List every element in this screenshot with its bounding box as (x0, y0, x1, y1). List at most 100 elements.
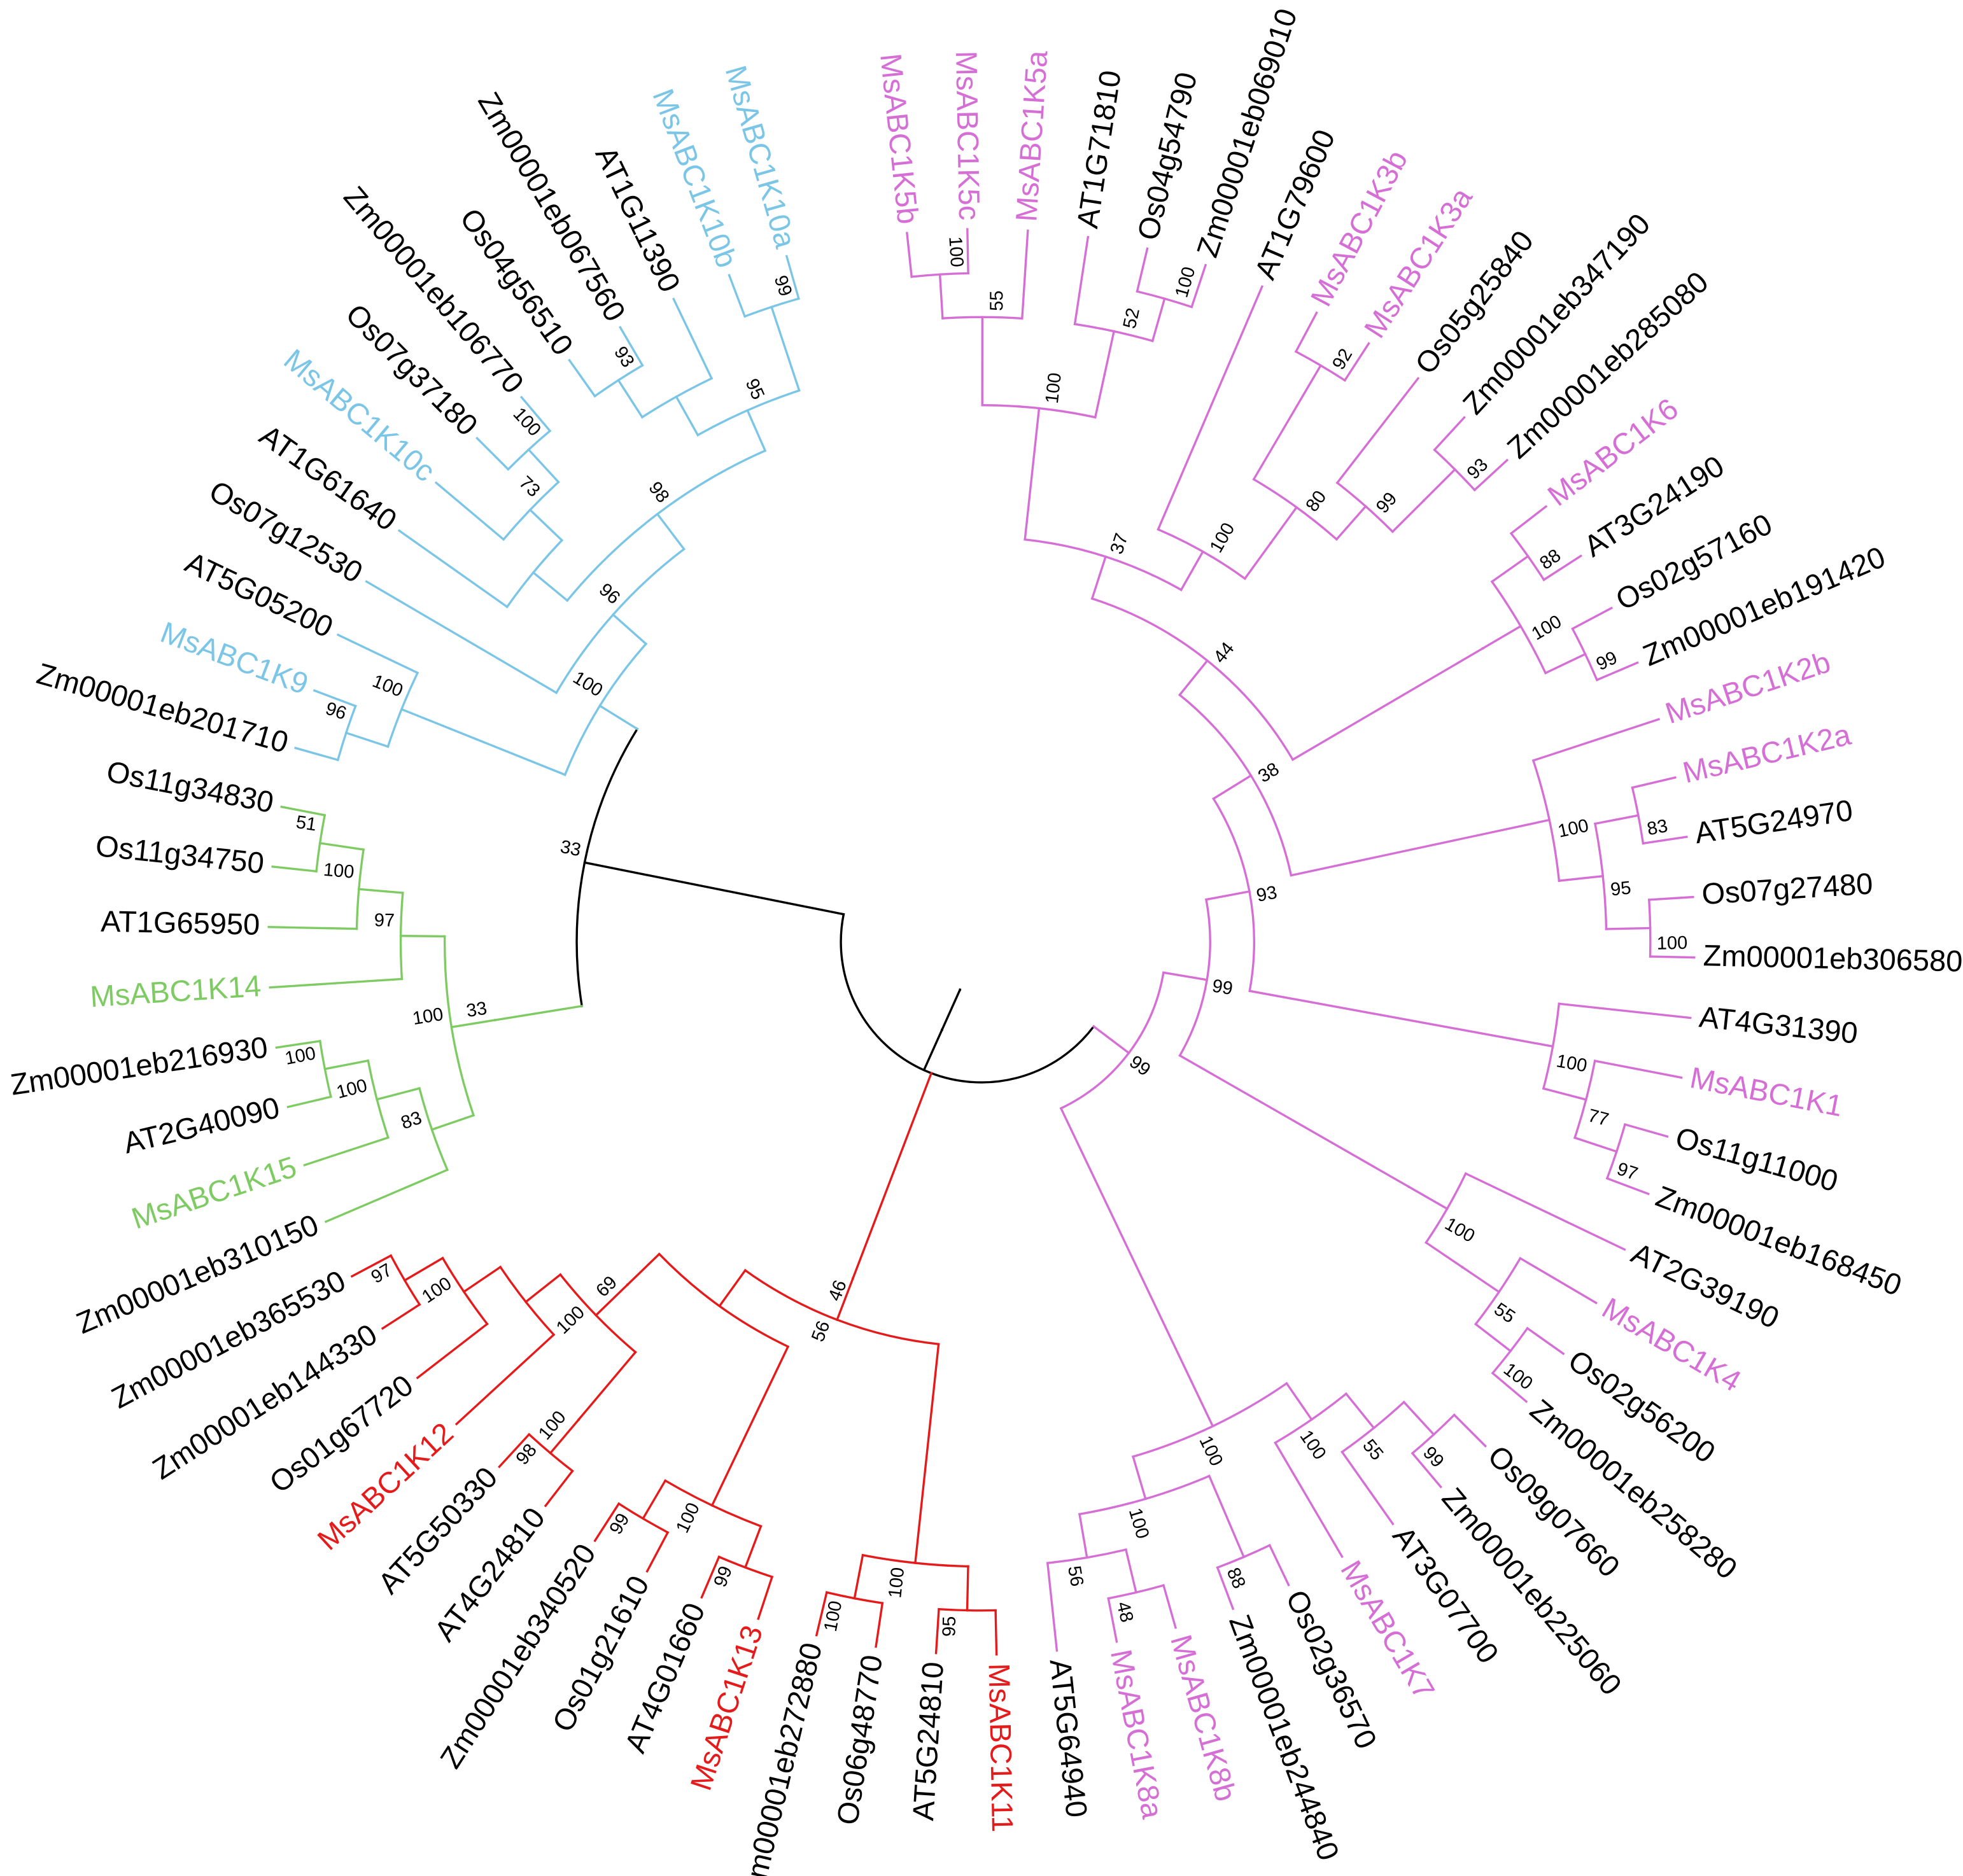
branch-segment (1335, 505, 1367, 541)
leaf-label: AT1G65950 (101, 904, 260, 941)
branch-segment (966, 1565, 969, 1612)
bootstrap-value: 99 (606, 1510, 634, 1538)
branch-segment (416, 1322, 489, 1380)
bootstrap-value: 96 (595, 580, 624, 608)
branch-segment (1594, 814, 1640, 825)
leaf-label: MsABC1K2b (1661, 645, 1834, 730)
branch-arc (441, 1256, 489, 1326)
branch-segment (498, 1432, 531, 1469)
bootstrap-value: 93 (610, 343, 638, 371)
branch-segment (1519, 1256, 1598, 1305)
branch-segment (1411, 1452, 1442, 1488)
bootstrap-value: 99 (1372, 489, 1401, 517)
branch-arc (418, 1087, 449, 1172)
bootstrap-value: 100 (411, 1004, 445, 1029)
leaf-label: Os11g11000 (1672, 1120, 1842, 1198)
branch-segment (544, 1469, 574, 1508)
leaf-label: AT2G40090 (120, 1090, 283, 1159)
branch-arc (1212, 797, 1255, 993)
branch-arc (1046, 1548, 1127, 1565)
branch-segment (269, 977, 404, 989)
leaf-label: Zm00001eb106770 (337, 179, 531, 400)
branch-arc (1090, 597, 1295, 762)
bootstrap-value: 100 (1296, 1427, 1330, 1464)
branch-segment (617, 379, 644, 419)
bootstrap-value: 55 (1358, 1436, 1387, 1464)
branch-arc (565, 449, 767, 603)
leaf-label: MsABC1K2a (1679, 717, 1854, 790)
leaf-label: Os11g34750 (94, 829, 266, 880)
branch-segment (1461, 1266, 1501, 1294)
branch-segment (1464, 1172, 1626, 1251)
branch-segment (1136, 247, 1149, 293)
branch-segment (1207, 1474, 1246, 1558)
leaf-label: MsABC1K11 (982, 1663, 1020, 1833)
branch-segment (568, 358, 596, 398)
leaf-label: MsABC1K5c (950, 50, 987, 220)
branch-segment (524, 1273, 562, 1304)
branch-arc (1647, 899, 1652, 958)
bootstrap-value: 100 (1042, 372, 1066, 405)
branch-arc (498, 1265, 556, 1336)
branch-segment (1481, 624, 1523, 650)
branch-segment (1649, 955, 1696, 959)
branch-arc (367, 1059, 390, 1139)
branch-segment (815, 1591, 828, 1637)
branch-segment (271, 865, 318, 873)
bootstrap-value: 52 (1120, 306, 1144, 330)
bootstrap-value: 33 (558, 837, 582, 861)
bootstrap-value: 37 (1106, 531, 1132, 557)
branch-segment (1335, 377, 1420, 485)
branch-segment (520, 395, 552, 433)
branch-segment (434, 481, 505, 542)
branch-arc (559, 1273, 637, 1354)
bootstrap-value: 100 (1125, 1506, 1153, 1541)
branch-segment (672, 297, 714, 380)
branch-segment (1124, 1548, 1137, 1594)
bootstrap-value: 100 (1206, 519, 1239, 556)
leaf-label: Zm00001eb144330 (146, 1317, 383, 1485)
branch-segment (1474, 1322, 1512, 1353)
branch-segment (1162, 971, 1209, 981)
branch-segment (1544, 652, 1587, 675)
leaf-label: MsABC1K5b (874, 52, 925, 225)
branch-arc (355, 848, 365, 930)
leaf-label: MsABC1K8a (1104, 1647, 1170, 1822)
branch-segment (1473, 458, 1509, 492)
bootstrap-value: 98 (512, 1440, 541, 1469)
branch-segment (403, 1256, 444, 1282)
branch-segment (1407, 1185, 1449, 1210)
branch-segment (875, 1602, 884, 1648)
branch-segment (324, 1168, 449, 1224)
bootstrap-value: 100 (283, 1043, 318, 1069)
bootstrap-value: 100 (945, 236, 967, 268)
branch-arc (575, 727, 639, 1007)
branch-segment (376, 1087, 421, 1101)
bootstrap-value: 55 (987, 290, 1007, 311)
bootstrap-value: 100 (509, 404, 545, 440)
branch-segment (1274, 1441, 1344, 1558)
branch-segment (718, 1268, 747, 1308)
bootstrap-value: 88 (1223, 1565, 1249, 1592)
leaf-label: AT4G31390 (1698, 1000, 1859, 1050)
branch-segment (1024, 407, 1041, 541)
branch-arc (1490, 580, 1547, 675)
branch-segment (1425, 1241, 1465, 1269)
bootstrap-value: 97 (1614, 1159, 1640, 1185)
branch-segment (1391, 499, 1426, 533)
branch-segment (641, 1479, 667, 1520)
branch-arc (1131, 1382, 1288, 1459)
bootstrap-value: 48 (1113, 1600, 1137, 1625)
branch-arc (938, 1607, 997, 1612)
branch-arc (554, 547, 686, 694)
branch-segment (577, 1350, 637, 1421)
leaf-label: Os04g54790 (1130, 69, 1203, 243)
branch-segment (1593, 1060, 1683, 1079)
branch-segment (1216, 1566, 1235, 1611)
branch-segment (598, 704, 639, 731)
branch-arc (1340, 1400, 1406, 1454)
branch-segment (922, 1028, 944, 1072)
bootstrap-value: 95 (939, 1616, 960, 1637)
